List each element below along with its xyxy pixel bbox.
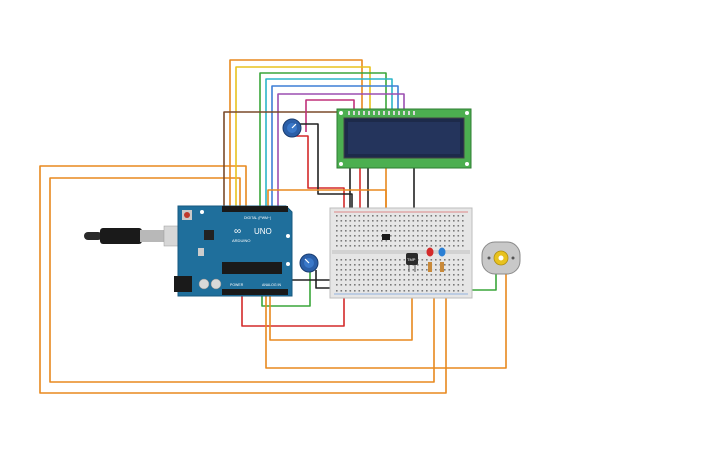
board-power-label: POWER [230,283,244,287]
breadboard[interactable] [329,207,473,299]
led-blue[interactable] [438,247,446,273]
atmega-chip [222,262,282,274]
lcd-16x2[interactable] [336,108,472,169]
board-digital-label: DIGITAL (PWM~) [244,216,271,220]
wire-orange-outer-2[interactable] [49,177,435,383]
resistor[interactable] [382,234,390,240]
wire-yellow-lcd[interactable] [235,66,371,210]
wire-green-motor[interactable] [470,272,497,291]
wire-green-lcd[interactable] [259,72,387,210]
digital-header[interactable] [222,206,288,212]
wire-orange-bottom-2[interactable] [265,272,507,369]
wire-orange-outer-1[interactable] [39,165,447,394]
wire-orange-arduino-bb[interactable] [267,189,387,214]
wire-green-bottom[interactable] [261,272,311,307]
wire-red-pot[interactable] [292,135,345,214]
power-header[interactable] [222,289,288,295]
capacitor [198,278,210,290]
wire-brown-lcd[interactable] [223,111,341,210]
wire-red-bottom[interactable] [241,292,345,327]
dc-motor[interactable] [481,241,521,275]
breadboard-center-channel [332,250,470,254]
usb-cable[interactable] [84,225,189,247]
potentiometer[interactable] [299,253,319,273]
capacitor [210,278,222,290]
led-red[interactable] [426,247,434,273]
board-logo-infinity: ∞ [234,226,241,237]
wire-cyan-lcd[interactable] [265,78,393,210]
lcd-pins [348,111,415,115]
temperature-sensor-label: TMP [407,257,416,262]
board-logo-text: ARDUINO [232,238,250,243]
wire-purple-lcd[interactable] [277,93,405,210]
arduino-uno[interactable]: ∞ UNO ARDUINO DIGITAL (PWM~) POWER ANALO… [174,205,293,297]
wire-magenta-pot[interactable] [305,99,355,132]
potentiometer[interactable] [282,118,302,138]
dc-jack [174,276,192,292]
board-brand: UNO [254,227,272,236]
usb-chip [204,230,214,240]
board-analog-label: ANALOG IN [262,283,282,287]
wire-blue-lcd[interactable] [271,85,399,210]
wire-orange-bottom-1[interactable] [269,272,413,341]
wire-black-pot[interactable] [298,123,353,214]
temperature-sensor[interactable]: TMP [406,253,418,272]
